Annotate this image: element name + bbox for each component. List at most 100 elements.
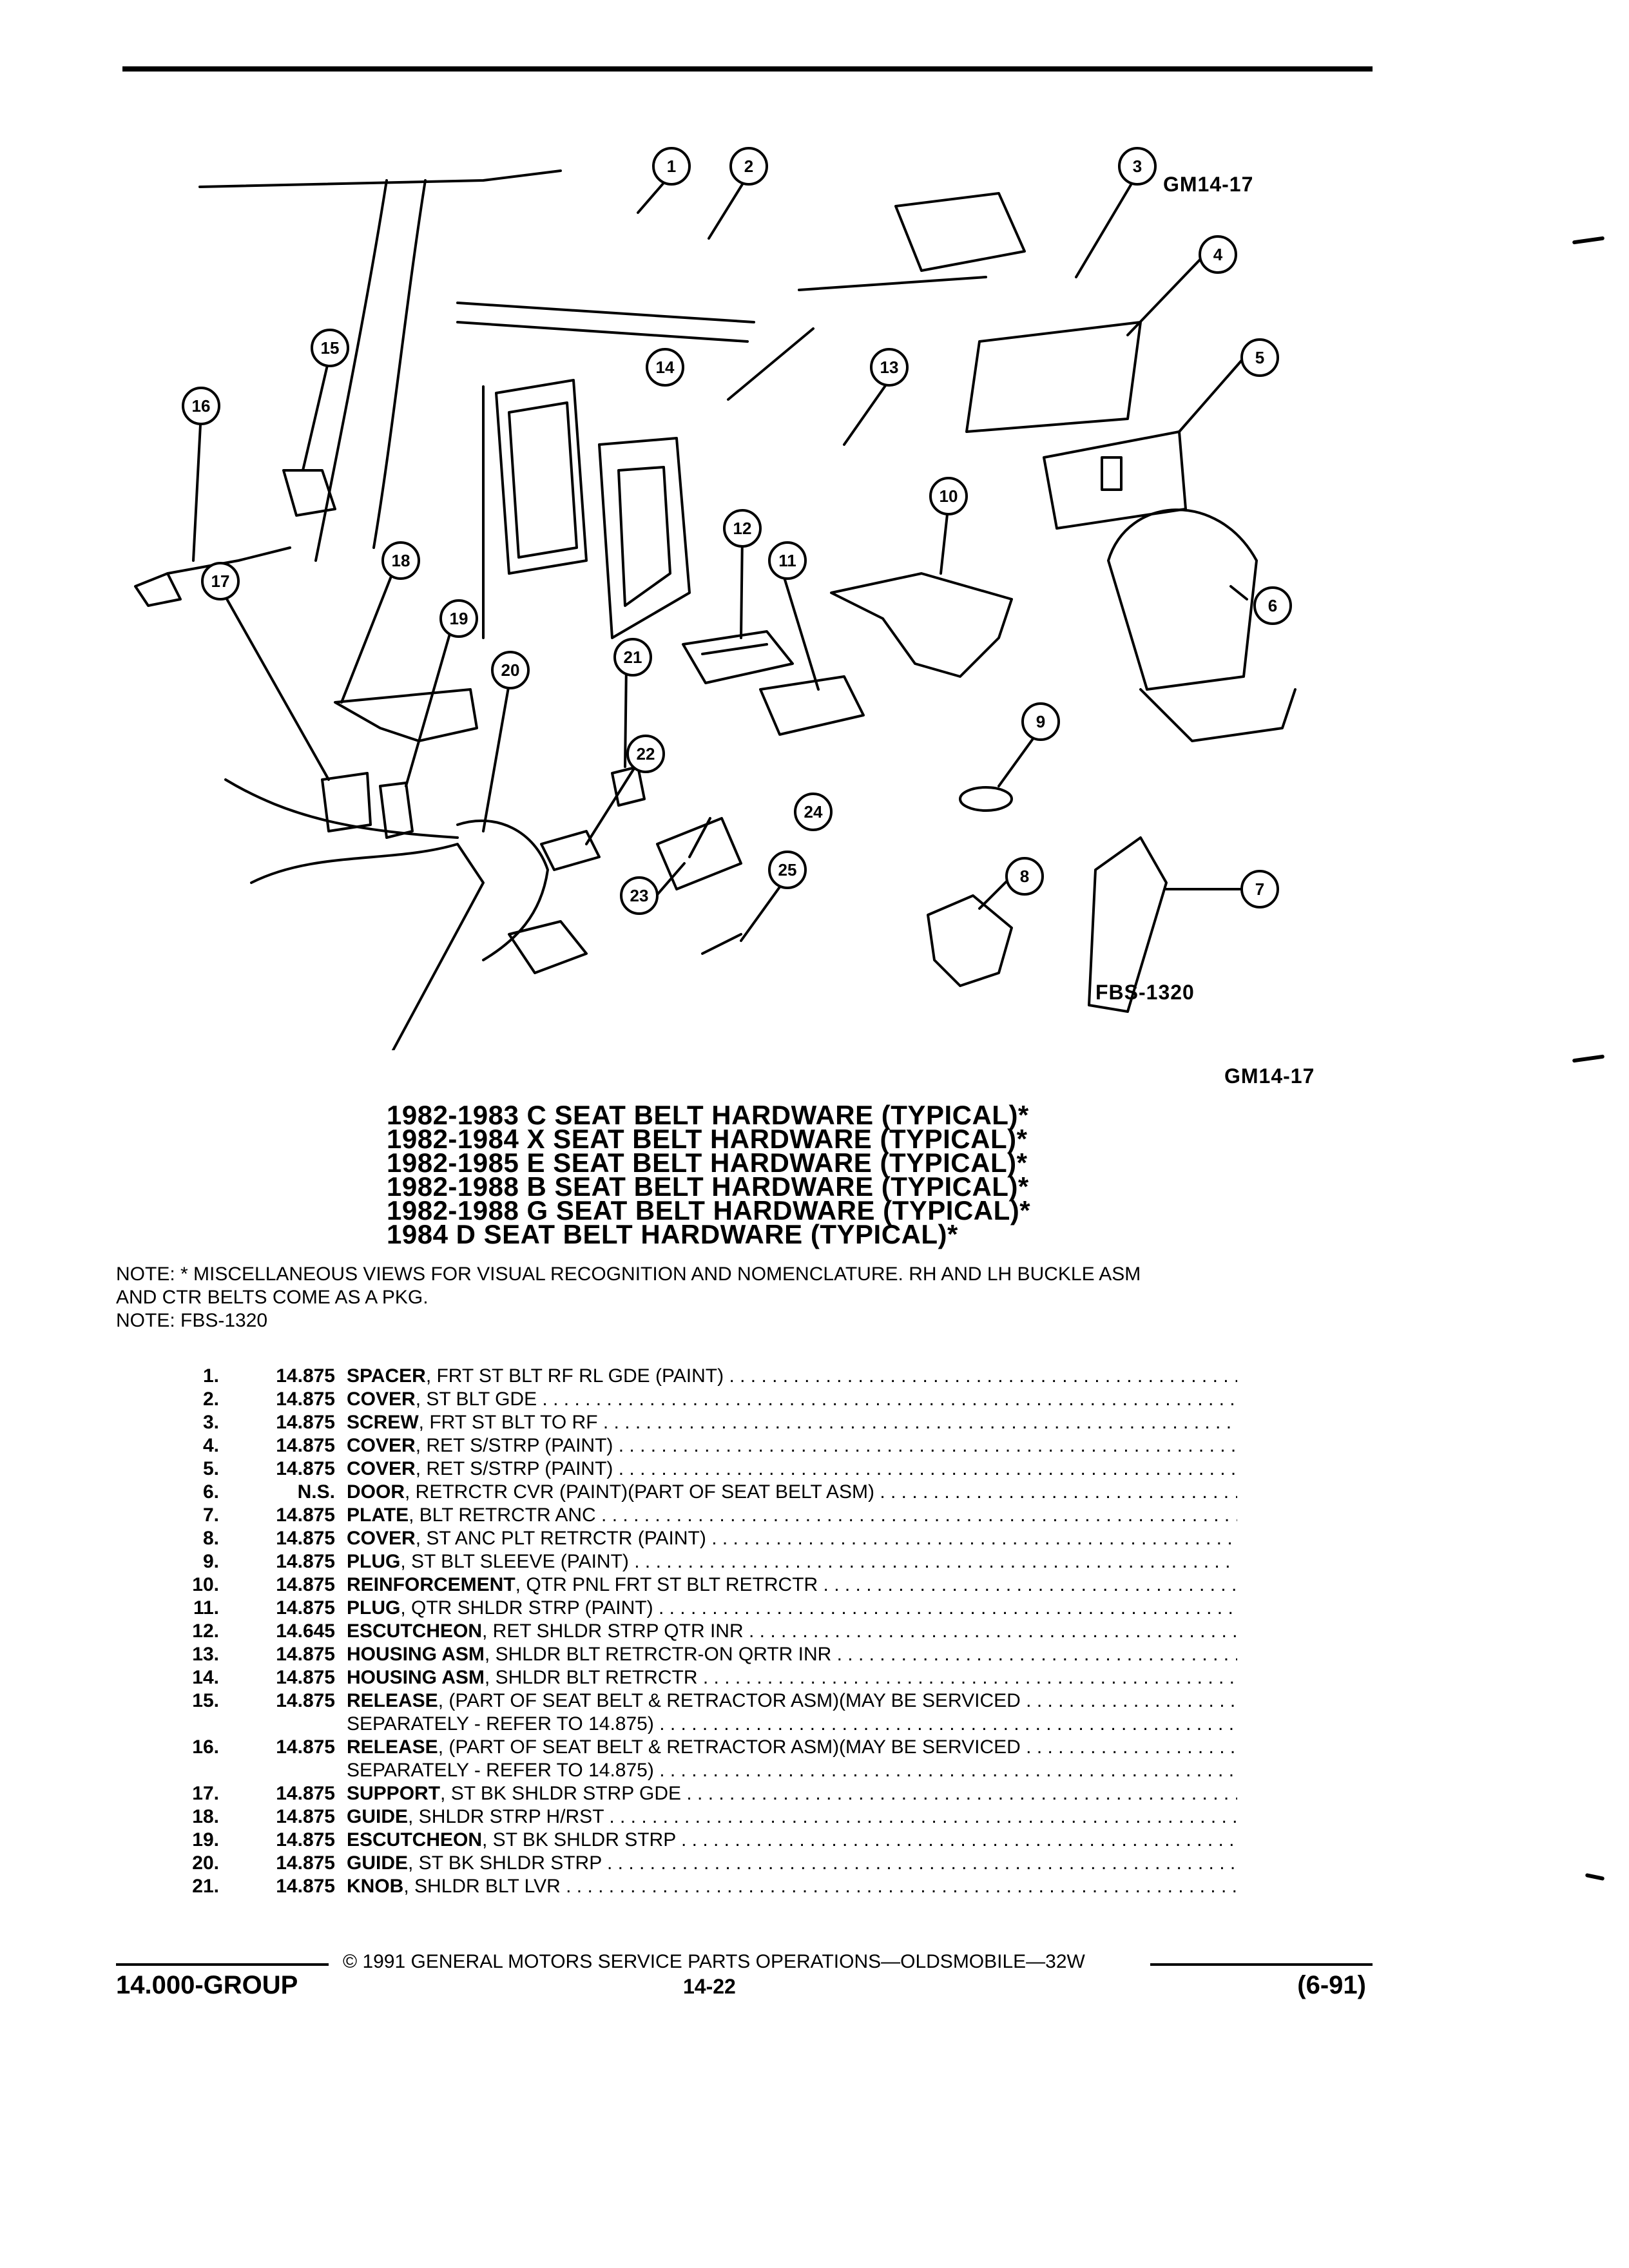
part-name: ESCUTCHEON [347,1829,483,1850]
callout-14 [646,348,684,387]
part-description: RELEASE, (PART OF SEAT BELT & RETRACTOR … [347,1689,1237,1713]
part-description: REINFORCEMENT, QTR PNL FRT ST BLT RETRCT… [347,1573,1237,1597]
part-description: HOUSING ASM, SHLDR BLT RETRCTR-ON QRTR I… [347,1643,1237,1666]
part-number: 4. [202,1435,219,1456]
callout-19 [439,599,478,638]
part-name: PLATE [347,1504,409,1526]
cover-4 [965,321,1142,433]
cover-5 [1043,430,1187,530]
top-bracket [894,192,1026,272]
part-name: GUIDE [347,1852,409,1874]
callout-24 [794,793,833,831]
callout-text: 6 [1268,596,1277,615]
pillar-line [314,179,388,562]
callout-text: 24 [804,802,823,822]
escutcheon-19 [379,782,414,839]
footer-rule-right [1150,1963,1373,1966]
part-row: 18. 14.875 GUIDE, SHLDR STRP H/RST [129,1805,1237,1829]
part-detail: , ST BLT GDE [415,1389,537,1410]
part-detail: , RET S/STRP (PAINT) [415,1435,613,1456]
title-line: 1984 D SEAT BELT HARDWARE (TYPICAL)* [387,1219,958,1249]
callout-text: 22 [637,744,655,764]
callout-text: 3 [1133,157,1142,176]
callout-17 [201,562,240,601]
part-description: RELEASE, (PART OF SEAT BELT & RETRACTOR … [347,1736,1237,1759]
scan-edge-mark [1585,1872,1605,1881]
callout-text: 20 [501,660,520,680]
part-number: 18. [192,1806,219,1827]
note-line: AND CTR BELTS COME AS A PKG. [116,1287,429,1308]
part-detail-cont-text: SEPARATELY - REFER TO 14.875) [347,1760,654,1781]
part-group: 14.875 [276,1667,335,1688]
part-detail: , SHLDR STRP H/RST [408,1806,604,1827]
part-number: 12. [192,1620,219,1642]
seat-back [250,843,485,1050]
part-number: 8. [202,1528,219,1549]
note-line: NOTE: * MISCELLANEOUS VIEWS FOR VISUAL R… [116,1264,1141,1285]
part-name: COVER [347,1389,416,1410]
part-group: 14.875 [276,1806,335,1827]
part-description: COVER, ST BLT GDE [347,1388,1237,1411]
part-detail: , (PART OF SEAT BELT & RETRACTOR ASM)(MA… [438,1736,1021,1758]
part-number: 1. [202,1365,219,1387]
figure-ref: FBS-1320 [1095,981,1195,1004]
page-number: 14-22 [683,1975,736,1998]
part-group: 14.875 [276,1644,335,1665]
part-detail: , BLT RETRCTR ANC [409,1504,596,1526]
part-description: HOUSING ASM, SHLDR BLT RETRCTR [347,1666,1237,1689]
callout-6 [1253,586,1292,625]
part-group: 14.875 [276,1435,335,1456]
part-number: 9. [202,1551,219,1572]
part-description: PLATE, BLT RETRCTR ANC [347,1504,1237,1527]
callout-25 [768,850,807,889]
callout-text: 25 [778,860,797,879]
part-description: PLUG, ST BLT SLEEVE (PAINT) [347,1550,1237,1573]
part-row: 6.N.S.DOOR, RETRCTR CVR (PAINT)(PART OF … [129,1481,1237,1504]
part-group: 14.875 [276,1783,335,1804]
part-number: 19. [192,1829,219,1850]
part-name: GUIDE [347,1806,409,1827]
part-description: ESCUTCHEON, ST BK SHLDR STRP [347,1829,1237,1852]
part-description: SPACER, FRT ST BLT RF RL GDE (PAINT) [347,1365,1237,1388]
part-detail-cont: SEPARATELY - REFER TO 14.875) [347,1713,1237,1736]
part-row: 20. 14.875 GUIDE, ST BK SHLDR STRP [129,1852,1237,1875]
callout-text: 7 [1255,879,1264,899]
release-15 [282,469,336,517]
guide-20 [456,819,549,961]
callout-text: 12 [733,519,752,538]
diagram-ref-bottom: GM14-17 [1224,1064,1315,1088]
part-23 [508,920,588,974]
part-name: RELEASE [347,1736,438,1758]
part-name: SCREW [347,1412,419,1433]
seat-belt-hardware-diagram: 1 2 3 4 5 6 7 8 9 10 11 12 13 14 15 16 1… [134,147,1296,1050]
part-group: 14.875 [276,1365,335,1387]
note-line: NOTE: FBS-1320 [116,1310,268,1331]
part-detail: , RETRCTR CVR (PAINT)(PART OF SEAT BELT … [405,1481,874,1503]
part-name: KNOB [347,1876,404,1897]
callout-18 [381,541,420,580]
diagram-ref-top: GM14-17 [1163,173,1254,196]
copyright: © 1991 GENERAL MOTORS SERVICE PARTS OPER… [343,1951,1085,1972]
part-group: N.S. [297,1481,335,1503]
scan-edge-mark [1572,236,1605,245]
part-24 [656,817,742,890]
callout-16 [182,387,220,425]
section-titles: 1982-1983 C SEAT BELT HARDWARE (TYPICAL)… [387,1100,1160,1249]
callout-5 [1240,338,1279,377]
part-group: 14.875 [276,1852,335,1874]
callout-text: 1 [667,157,676,176]
part-detail: , ST BK SHLDR STRP [408,1852,602,1874]
part-number: 20. [192,1852,219,1874]
part-group: 14.875 [276,1389,335,1410]
title-line: 1982-1983 C SEAT BELT HARDWARE (TYPICAL)… [387,1100,1029,1130]
part-number: 16. [192,1736,219,1758]
